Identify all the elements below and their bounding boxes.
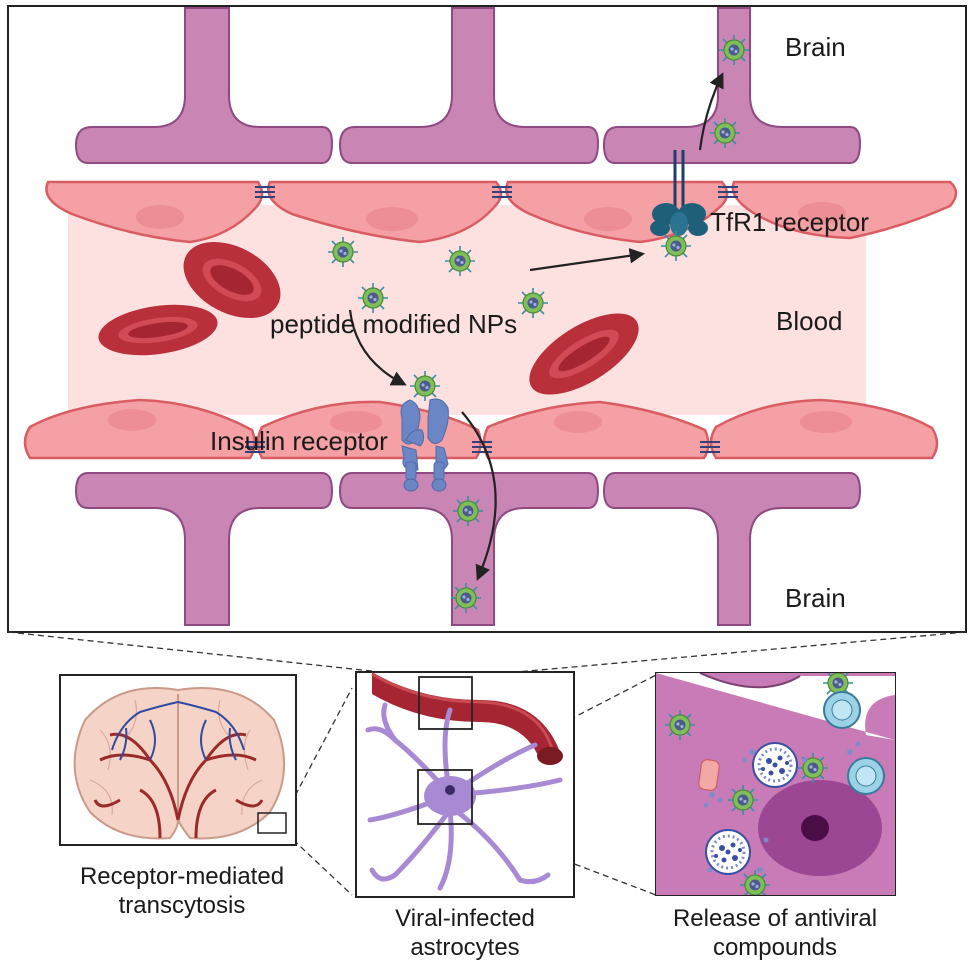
endothelium-top-nuclei xyxy=(136,202,846,231)
caption-astrocytes: Viral-infected astrocytes xyxy=(395,905,535,962)
brain-bottom-label: Brain xyxy=(785,583,846,613)
insulin-receptor-label: Insulin receptor xyxy=(210,426,388,456)
peptide-nps-label: peptide modified NPs xyxy=(270,309,518,339)
astrocyte-panel xyxy=(355,671,575,898)
blood-label: Blood xyxy=(776,306,843,336)
astrocyte-endfeet-top xyxy=(74,7,862,164)
insulin-receptor xyxy=(400,398,449,492)
brain-top-label: Brain xyxy=(785,32,846,62)
transport-arrows xyxy=(348,72,724,581)
caption-transcytosis: Receptor-mediated transcytosis xyxy=(79,863,285,920)
brain-section-panel xyxy=(59,674,297,846)
astrocyte-endfeet-bottom xyxy=(74,472,862,626)
infected-cell-panel xyxy=(655,672,896,896)
caption-antiviral: Release of antiviral compounds xyxy=(672,905,878,962)
endothelium-bottom-nuclei xyxy=(108,409,852,433)
tfr1-receptor xyxy=(650,150,708,236)
tfr1-receptor-label: TfR1 receptor xyxy=(710,207,869,237)
red-blood-cells xyxy=(98,241,639,395)
